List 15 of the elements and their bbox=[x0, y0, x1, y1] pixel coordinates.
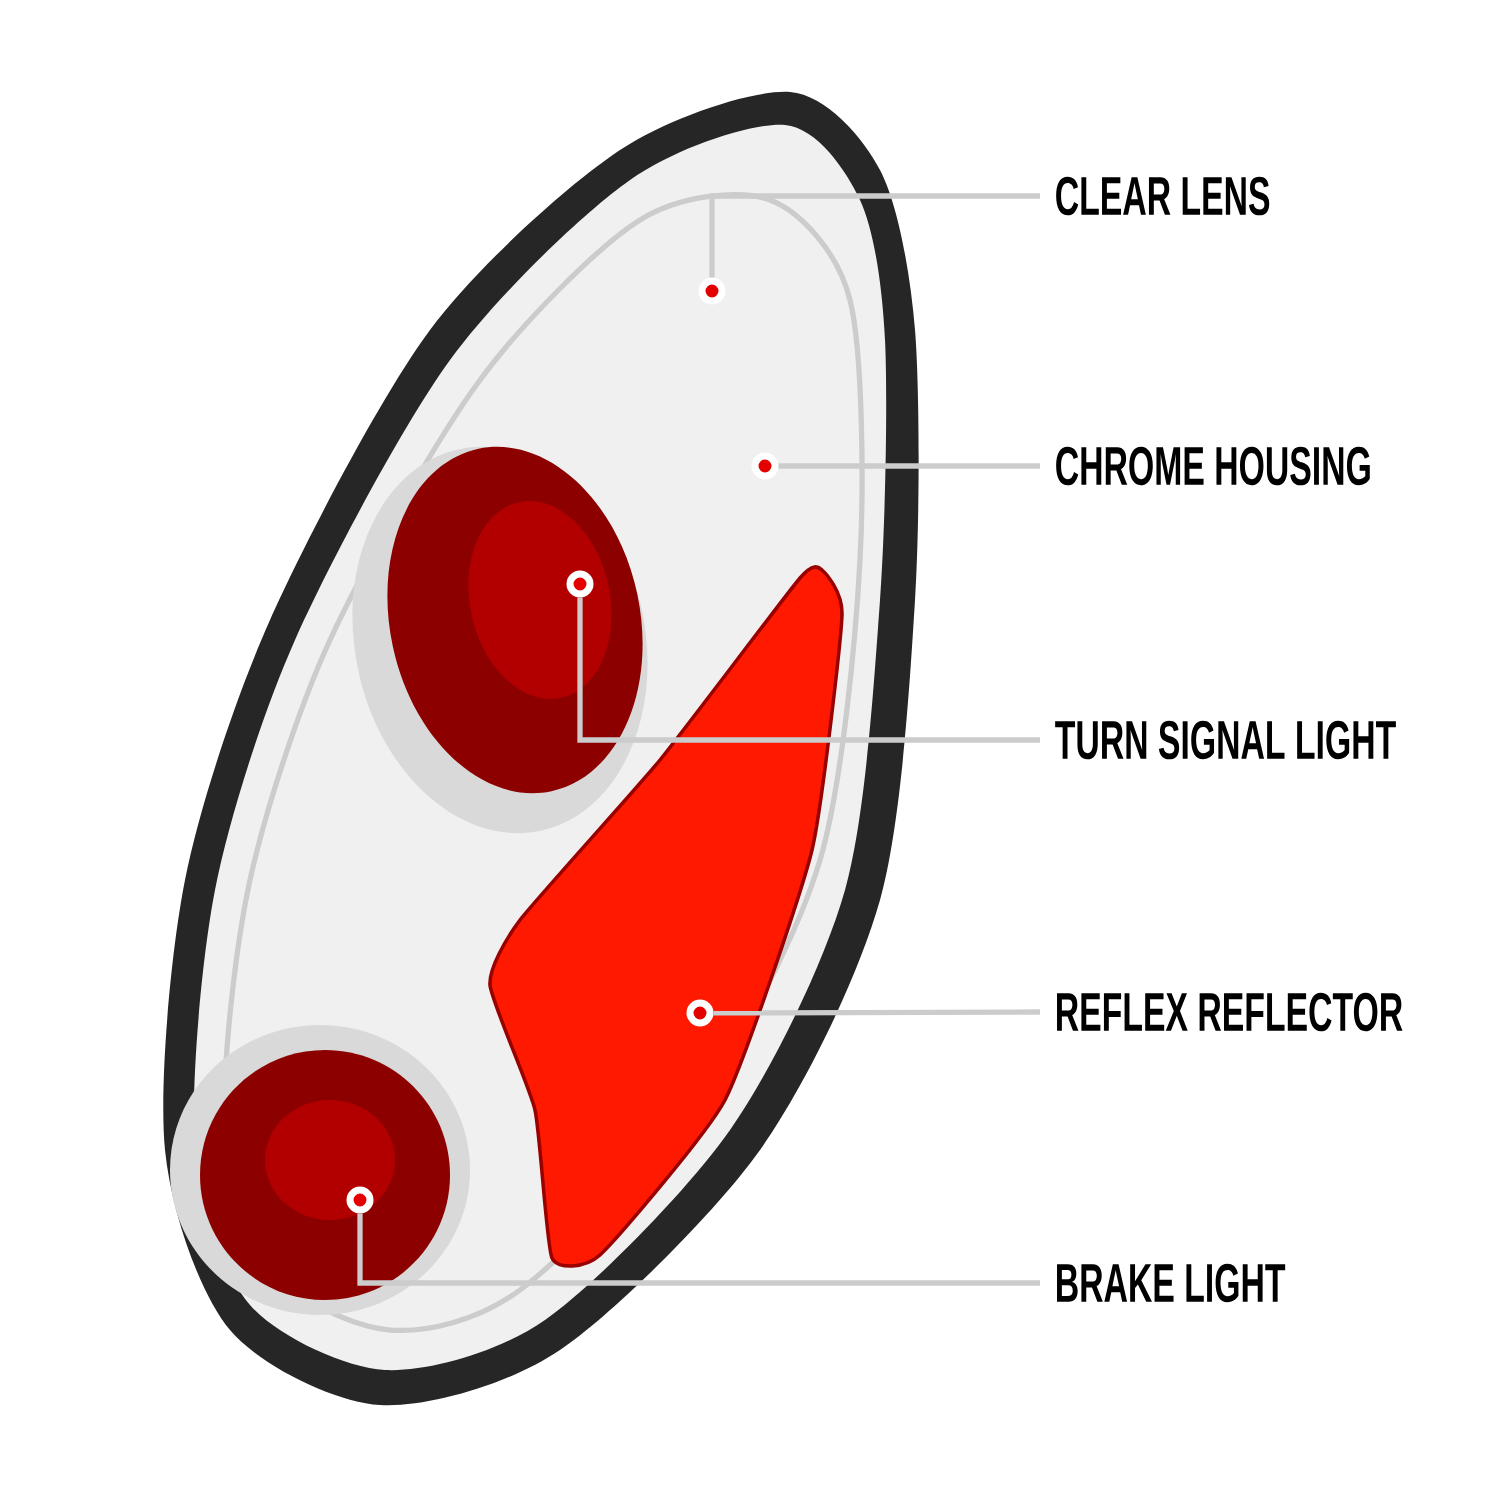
callout-label: TURN SIGNAL LIGHT bbox=[1055, 720, 1396, 760]
callout-label: CLEAR LENS bbox=[1056, 176, 1270, 216]
callout-dot bbox=[686, 999, 714, 1027]
callout-label: CHROME HOUSING bbox=[1056, 446, 1370, 486]
leader-line bbox=[709, 193, 1040, 278]
callout-dot bbox=[566, 570, 594, 598]
callout-dot bbox=[751, 452, 779, 480]
callout-dot bbox=[346, 1186, 374, 1214]
leader-line bbox=[577, 597, 1040, 743]
callout-dot bbox=[698, 277, 726, 305]
callout-label: BRAKE LIGHT bbox=[1057, 1263, 1286, 1303]
leader-line bbox=[713, 1009, 1040, 1016]
leader-line bbox=[357, 1213, 1040, 1286]
callout-label: REFLEX REFLECTOR bbox=[1057, 992, 1403, 1032]
leader-line bbox=[778, 463, 1040, 469]
